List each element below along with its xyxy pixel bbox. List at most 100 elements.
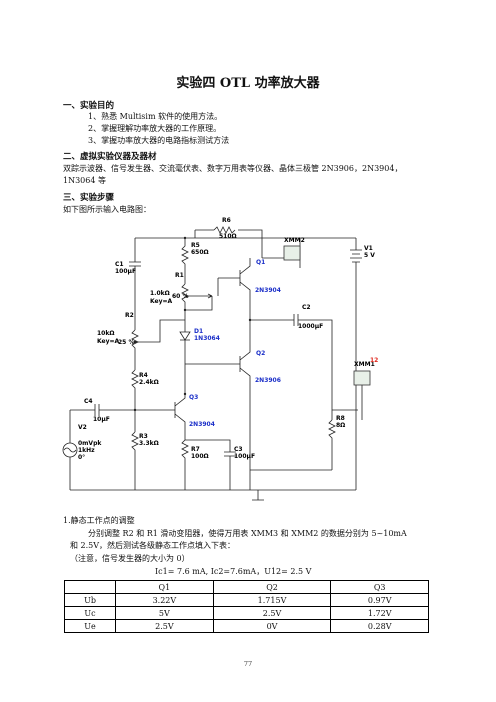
table-cell: 0V [212, 619, 332, 633]
label-node-12: 12 [370, 357, 379, 364]
label-q2: Q2 [256, 350, 266, 357]
label-v2: V2 [78, 424, 87, 431]
table-cell: Uc [63, 606, 117, 620]
section-heading-purpose: 一、实验目的 [63, 101, 115, 111]
r3-symbol [131, 431, 139, 490]
label-v2-frequency: 1kHz [78, 447, 95, 454]
static-point-table: Q1 Q2 Q3 Ub 3.22V 1.715V 0.97V Uc 5V 2.5… [63, 580, 429, 633]
label-r3-value: 3.3kΩ [139, 440, 159, 447]
r6-symbol [213, 226, 236, 234]
label-q1: Q1 [256, 259, 266, 266]
equipment-text-1: 双踪示波器、信号发生器、交流毫伏表、数字万用表等仪器、晶体三极管 2N3906，… [63, 164, 403, 173]
label-r6: R6 [222, 217, 231, 224]
section-heading-equipment: 二、虚拟实验仪器及器材 [63, 152, 157, 162]
r2-symbol [131, 329, 139, 370]
steps-intro: 如下图所示输入电路图： [63, 205, 151, 214]
label-r8: R8 [336, 415, 345, 422]
r1-symbol [181, 283, 189, 310]
label-q1-value: 2N3904 [255, 287, 281, 294]
label-c2-value: 1000µF [298, 323, 324, 330]
table-row: Ue 2.5V 0V 0.28V [63, 619, 429, 633]
table-cell: 2.5V [212, 606, 332, 620]
table-cell: 2.5V [115, 619, 214, 633]
table-header-cell: Q2 [212, 580, 332, 594]
xmm1-meter [353, 370, 371, 386]
label-q3-value: 2N3904 [189, 421, 215, 428]
q2-symbol [185, 345, 251, 470]
c3-symbol [185, 439, 236, 490]
table-row: Ub 3.22V 1.715V 0.97V [63, 593, 429, 607]
label-d1: D1 [194, 328, 204, 335]
table-cell: 5V [115, 606, 214, 620]
label-v2-phase: 0° [78, 454, 86, 461]
r8-symbol [328, 419, 336, 470]
v1-symbol [350, 238, 362, 270]
d1-symbol [179, 310, 191, 394]
step1-text-2: 和 2.5V，然后测试各级静态工作点填入下表： [70, 541, 236, 550]
label-q3: Q3 [189, 394, 199, 401]
q3-symbol [135, 394, 186, 440]
label-r8-value: 8Ω [336, 422, 346, 429]
label-c1-value: 100µF [115, 268, 137, 275]
label-r4-value: 2.4kΩ [139, 379, 159, 386]
label-xmm1: XMM1 [354, 361, 375, 368]
label-r2: R2 [125, 312, 134, 319]
label-r2-percent: 25 % [118, 339, 135, 346]
page-title: 实验四 OTL 功率放大器 [176, 76, 320, 91]
table-header-cell: Q1 [115, 580, 214, 594]
table-cell: 3.22V [115, 593, 214, 607]
r7-symbol [181, 439, 189, 490]
label-c3: C3 [234, 446, 243, 453]
label-r5-value: 650Ω [191, 249, 209, 256]
label-r5: R5 [191, 242, 200, 249]
label-r1-value: 1.0kΩ [150, 290, 170, 297]
section-heading-steps: 三、实验步骤 [63, 193, 115, 203]
c2-symbol [250, 314, 333, 420]
table-cell: Ub [63, 593, 117, 607]
label-r7: R7 [191, 446, 200, 453]
table-cell: 1.715V [212, 593, 332, 607]
label-c1: C1 [115, 261, 124, 268]
step1-text-1: 分别调整 R2 和 R1 滑动变阻器，使得万用表 XMM3 和 XMM2 的数据… [88, 529, 407, 538]
label-r1-percent: 60 % [172, 293, 189, 300]
label-xmm2: XMM2 [284, 237, 305, 244]
label-q2-value: 2N3906 [255, 377, 281, 384]
label-c4-value: 10µF [93, 416, 110, 423]
table-header-cell [63, 580, 117, 594]
label-v1-value: 5 V [364, 252, 375, 259]
r4-symbol [131, 369, 139, 432]
label-c2: C2 [302, 304, 311, 311]
purpose-item-2: 2、掌握理解功率放大器的工作原理。 [88, 124, 222, 133]
label-r2-value: 10kΩ [97, 330, 115, 337]
table-header-cell: Q3 [330, 580, 429, 594]
label-c3-value: 100µF [234, 453, 256, 460]
purpose-item-1: 1、熟悉 Multisim 软件的使用方法。 [88, 112, 223, 121]
label-d1-value: 1N3064 [194, 335, 220, 342]
equipment-text-2: 1N3064 等 [63, 176, 106, 185]
xmm2-meter [283, 245, 301, 261]
r5-symbol [181, 238, 189, 284]
page-number: 77 [243, 660, 253, 668]
table-caption: Ic1= 7.6 mA, Ic2=7.6mA，U12= 2.5 V [155, 567, 312, 576]
label-c4: C4 [84, 398, 93, 405]
table-cell: Ue [63, 619, 117, 633]
q1-symbol [218, 258, 251, 300]
label-v1: V1 [364, 245, 373, 252]
table-cell: 0.97V [330, 593, 429, 607]
step1-heading: 1.静态工作点的调整 [63, 516, 135, 525]
label-r2-key: Key=A [97, 338, 120, 345]
label-r3: R3 [139, 433, 148, 440]
wire-r6 [195, 229, 263, 258]
table-cell: 0.28V [330, 619, 429, 633]
purpose-item-3: 3、掌握功率放大器的电路指标测试方法 [88, 136, 230, 145]
table-header-row: Q1 Q2 Q3 [63, 580, 429, 594]
label-r1: R1 [175, 272, 184, 279]
table-row: Uc 5V 2.5V 1.72V [63, 606, 429, 620]
label-r1-key: Key=A [150, 298, 173, 305]
c1-symbol [129, 238, 141, 330]
c4-symbol [70, 404, 135, 416]
label-v2-amplitude: 0mVpk [78, 440, 102, 447]
label-r6-value: 510Ω [219, 233, 237, 240]
table-cell: 1.72V [330, 606, 429, 620]
